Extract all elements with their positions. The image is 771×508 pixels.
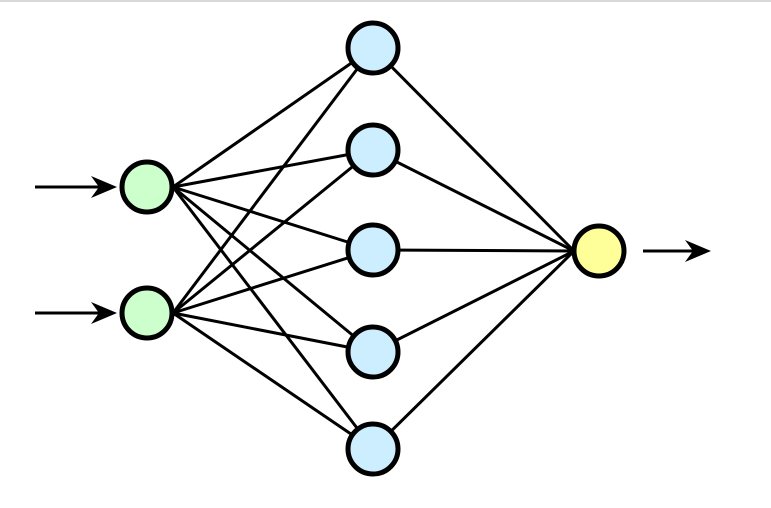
edge-h5-o1 bbox=[371, 249, 576, 451]
input-layer-node-i1 bbox=[119, 159, 175, 215]
edge-i2-h3 bbox=[172, 248, 374, 315]
input-arrow-2-head-icon bbox=[91, 302, 117, 324]
hidden-layer-node-h2 bbox=[345, 122, 401, 178]
edge-i1-h1 bbox=[172, 46, 374, 189]
output-layer-node-o1 bbox=[571, 223, 627, 279]
edge-i2-h4 bbox=[172, 311, 374, 354]
edge-i2-h5 bbox=[172, 311, 374, 451]
edge-h4-o1 bbox=[372, 249, 575, 354]
edge-i1-h2 bbox=[172, 148, 374, 189]
hidden-layer-node-h5 bbox=[345, 421, 401, 477]
edge-i2-h2 bbox=[172, 148, 374, 315]
edge-i1-h5 bbox=[171, 186, 375, 450]
hidden-layer-node-h3 bbox=[345, 222, 401, 278]
output-arrow-head-icon bbox=[685, 240, 711, 262]
hidden-layer-node-h4 bbox=[345, 324, 401, 380]
edge-h3-o1 bbox=[372, 248, 575, 253]
hidden-layer-node-h1 bbox=[345, 20, 401, 76]
edge-i1-h3 bbox=[172, 185, 374, 252]
edge-i2-h1 bbox=[171, 47, 375, 314]
input-layer-node-i2 bbox=[119, 285, 175, 341]
edge-h1-o1 bbox=[371, 46, 576, 253]
input-arrow-1-head-icon bbox=[91, 176, 117, 198]
edge-h2-o1 bbox=[372, 148, 575, 253]
edge-i1-h4 bbox=[172, 185, 374, 354]
